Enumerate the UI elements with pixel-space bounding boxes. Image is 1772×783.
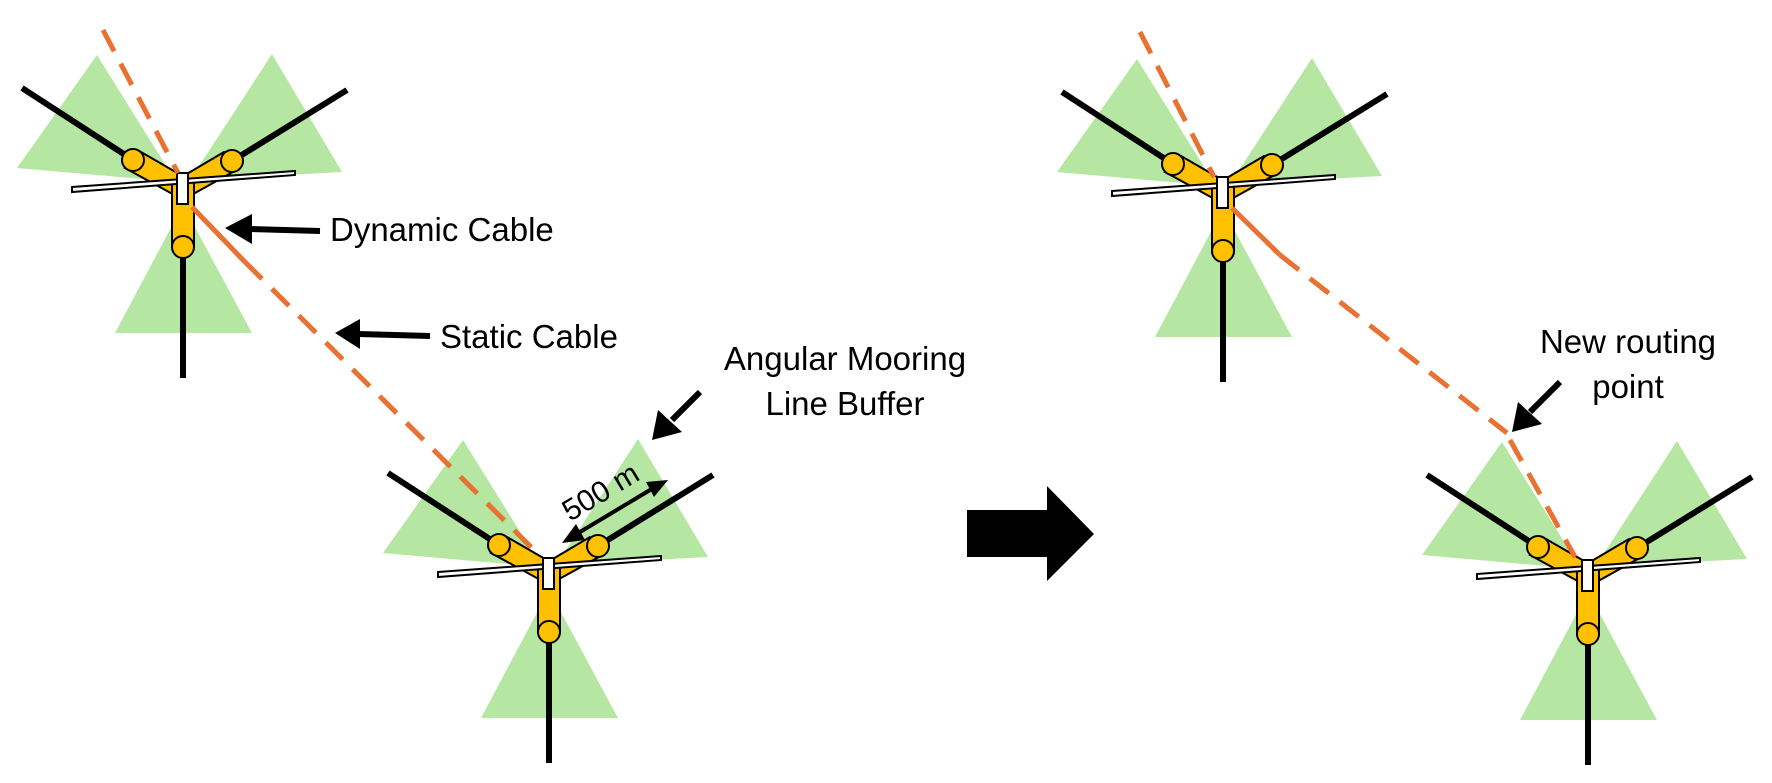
static-cable <box>243 260 542 558</box>
static-cable-top-after <box>1137 30 1217 179</box>
panel-after: New routing point <box>1057 30 1752 765</box>
transition-arrow <box>967 486 1094 581</box>
turbine-2 <box>383 439 713 763</box>
turbine-1 <box>17 54 347 378</box>
static-cable-top <box>100 28 181 175</box>
static-cable-arrow <box>335 319 360 349</box>
panel-before: Dynamic Cable Static Cable Angular Moori… <box>17 28 966 763</box>
static-cable-solid <box>190 205 247 264</box>
routing-label-line1: New routing <box>1540 323 1716 360</box>
static-cable-label: Static Cable <box>440 318 618 355</box>
buffer-label-line1: Angular Mooring <box>724 340 966 377</box>
buffer-arrow <box>652 410 682 440</box>
routing-label-line2: point <box>1592 368 1664 405</box>
dynamic-cable-arrow <box>225 214 252 244</box>
static-cable-to-turbine-4 <box>1507 438 1578 559</box>
routing-arrow <box>1512 402 1542 432</box>
static-cable-rerouted <box>1278 253 1509 435</box>
turbine-4 <box>1422 441 1752 765</box>
dynamic-cable-label: Dynamic Cable <box>330 211 554 248</box>
turbine-3 <box>1057 58 1387 382</box>
buffer-label-line2: Line Buffer <box>765 385 924 422</box>
